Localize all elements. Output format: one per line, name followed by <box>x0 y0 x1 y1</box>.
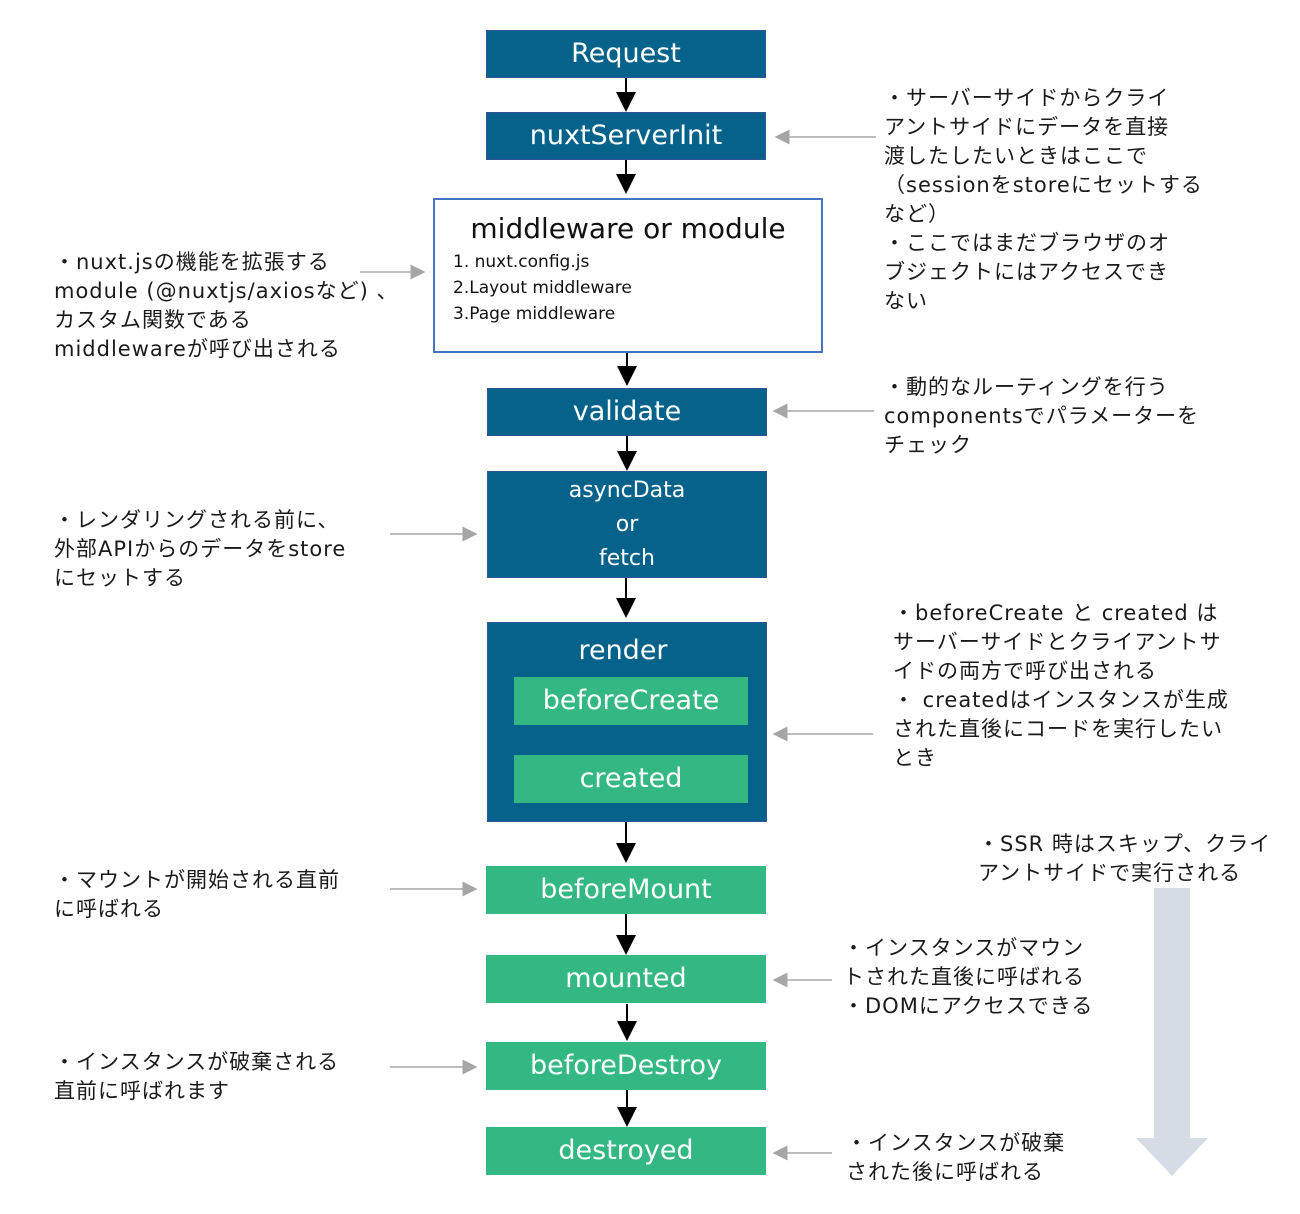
stage-beforemount: beforeMount <box>486 866 766 914</box>
stage-beforedestroy-label: beforeDestroy <box>530 1050 722 1082</box>
stage-nuxtserverinit-label: nuxtServerInit <box>529 120 723 152</box>
stage-beforedestroy: beforeDestroy <box>486 1042 766 1090</box>
stage-asyncdata: asyncData or fetch <box>487 471 767 578</box>
stage-mounted-label: mounted <box>565 963 687 995</box>
client-side-arrow-icon <box>1136 888 1208 1176</box>
stage-render-title: render <box>578 635 668 666</box>
middleware-item: 1. nuxt.config.js <box>453 252 590 272</box>
note-asyncdata: ・レンダリングされる前に、 外部APIからのデータをstore にセットする <box>54 508 347 590</box>
stage-asyncdata-label: asyncData <box>568 477 686 503</box>
stage-created-label: created <box>579 763 683 795</box>
stage-request-label: Request <box>571 38 681 70</box>
note-middleware: ・nuxt.jsの機能を拡張する module (@nuxtjs/axiosなど… <box>54 250 399 361</box>
note-destroyed: ・インスタンスが破棄 された後に呼ばれる <box>846 1131 1066 1184</box>
note-beforedestroy: ・インスタンスが破棄される 直前に呼ばれます <box>54 1050 340 1103</box>
note-beforemount: ・マウントが開始される直前 に呼ばれる <box>54 868 340 921</box>
stage-middleware-title: middleware or module <box>470 212 786 245</box>
stage-destroyed: destroyed <box>486 1127 766 1175</box>
middleware-item: 2.Layout middleware <box>453 278 632 298</box>
stage-middleware: middleware or module 1. nuxt.config.js 2… <box>433 198 823 353</box>
stage-mounted: mounted <box>486 955 766 1003</box>
note-render: ・beforeCreate と created は サーバーサイドとクライアント… <box>893 601 1229 770</box>
stage-beforemount-label: beforeMount <box>540 874 712 906</box>
stage-validate-label: validate <box>572 396 682 428</box>
stage-beforecreate-label: beforeCreate <box>542 685 720 717</box>
note-client-side: ・SSR 時はスキップ、クライ アントサイドで実行される <box>978 832 1272 885</box>
note-mounted: ・インスタンスがマウン トされた直後に呼ばれる ・DOMにアクセスできる <box>843 936 1094 1018</box>
stage-beforecreate: beforeCreate <box>514 677 748 725</box>
middleware-item: 3.Page middleware <box>453 304 616 324</box>
note-nuxtserverinit: ・サーバーサイドからクライ アントサイドにデータを直接 渡したしたいときはここで… <box>884 86 1203 313</box>
stage-validate: validate <box>487 388 767 436</box>
note-validate: ・動的なルーティングを行う componentsでパラメーターを チェック <box>884 375 1200 457</box>
stage-created: created <box>514 755 748 803</box>
stage-asyncdata-or: or <box>615 511 639 537</box>
stage-fetch-label: fetch <box>599 545 655 571</box>
stage-request: Request <box>486 30 766 78</box>
stage-nuxtserverinit: nuxtServerInit <box>486 112 766 160</box>
stage-destroyed-label: destroyed <box>558 1135 694 1167</box>
